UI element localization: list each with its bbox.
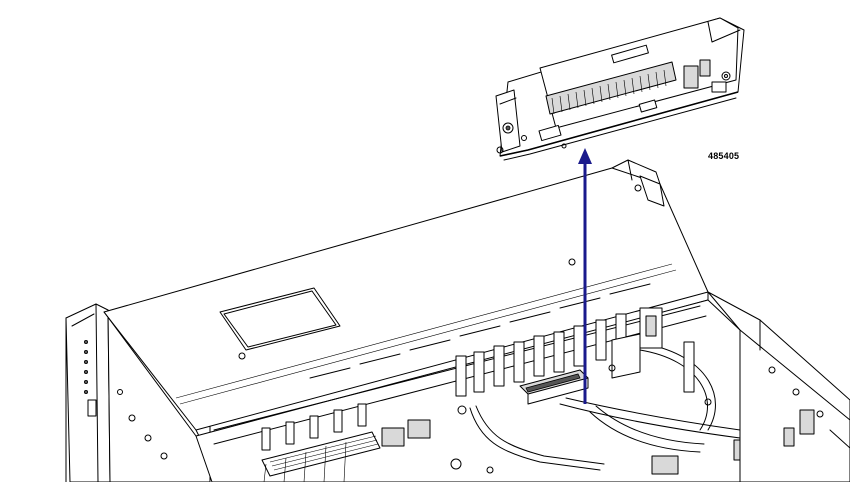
pcie-slots-left xyxy=(261,403,367,451)
chassis-right-rail xyxy=(707,291,850,482)
figure-id-label: 485405 xyxy=(708,151,740,161)
top-cover xyxy=(103,159,709,439)
right-brackets xyxy=(611,307,695,393)
cage-label-slot xyxy=(611,44,649,64)
riser-card-connector xyxy=(545,61,677,115)
cover-screw xyxy=(238,352,246,360)
cover-label-recess xyxy=(219,287,341,351)
lift-direction-arrow xyxy=(578,148,592,404)
cover-screw xyxy=(634,184,642,192)
cover-screw xyxy=(568,258,576,266)
motherboard-riser-connector xyxy=(519,369,589,405)
riser-right-components xyxy=(683,59,731,93)
ear-indicator-dots xyxy=(84,339,89,394)
front-panel-screws xyxy=(117,389,168,460)
internal-cables xyxy=(469,343,741,471)
left-rack-ear xyxy=(65,303,111,482)
riser-cage xyxy=(495,17,745,161)
memory-heatsink xyxy=(261,431,381,482)
server-chassis xyxy=(65,159,850,482)
cover-vent-slots xyxy=(309,283,651,379)
riser-handle-latch xyxy=(495,89,521,154)
pcie-slots xyxy=(455,313,627,397)
